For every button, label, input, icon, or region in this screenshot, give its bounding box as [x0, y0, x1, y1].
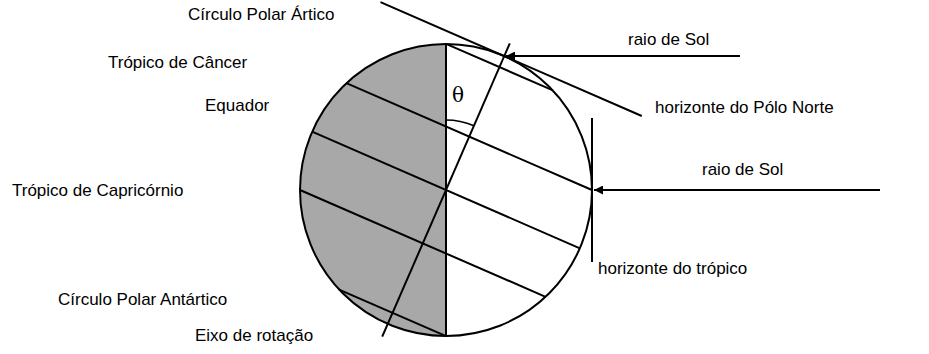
sun-ray — [594, 189, 880, 191]
angle-symbol: θ — [452, 85, 464, 105]
place-label: Círculo Polar Ártico — [188, 5, 334, 25]
place-label: Trópico de Câncer — [108, 53, 247, 73]
night-side — [300, 44, 446, 336]
ray-label: raio de Sol — [628, 30, 709, 50]
axis-label: Eixo de rotação — [195, 326, 313, 346]
place-label: Equador — [205, 96, 269, 116]
place-label: Círculo Polar Antártico — [58, 290, 227, 310]
earth-outline — [300, 44, 592, 336]
ray-label: raio de Sol — [702, 160, 783, 180]
tropic-horizon-line — [591, 118, 593, 262]
pole-horizon-line — [381, 2, 642, 116]
angle-arc — [446, 120, 474, 126]
rotation-axis — [382, 43, 510, 336]
horizon-label: horizonte do trópico — [598, 259, 747, 279]
horizon-label: horizonte do Pólo Norte — [655, 98, 834, 118]
sun-ray — [506, 55, 740, 57]
place-label: Trópico de Capricórnio — [12, 181, 183, 201]
